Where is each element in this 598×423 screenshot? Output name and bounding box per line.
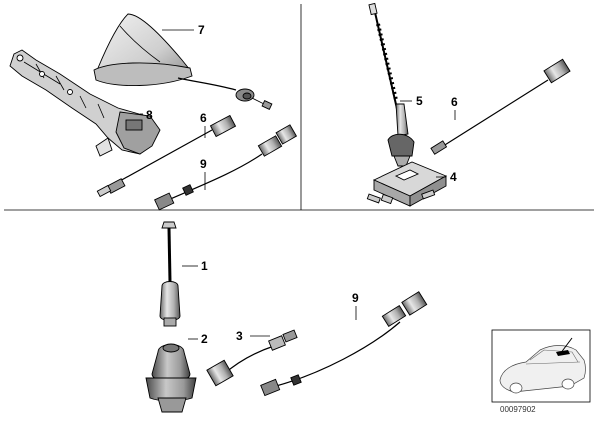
- callout-4: 4: [450, 170, 457, 184]
- callout-8: 8: [146, 108, 153, 122]
- antenna-amplifier-4: [366, 161, 448, 207]
- antenna-mounting-bracket: [9, 49, 161, 157]
- section-dividers: [4, 4, 594, 211]
- antenna-base-2: [145, 343, 197, 413]
- callout-leaders-top-right: [400, 100, 456, 178]
- callout-1: 1: [201, 259, 208, 273]
- callout-6-right: 6: [451, 95, 458, 109]
- callout-5: 5: [416, 94, 423, 108]
- callout-9-left: 9: [200, 157, 207, 171]
- callout-6-left: 6: [200, 111, 207, 125]
- callout-3: 3: [236, 329, 243, 343]
- callout-9-bottom: 9: [352, 291, 359, 305]
- car-thumbnail-icon: [491, 329, 591, 403]
- diagram-number: 00097902: [500, 405, 536, 414]
- shark-fin-antenna: [93, 13, 273, 111]
- rod-antenna-5: [368, 2, 415, 167]
- antenna-cable-9-bottom: [260, 291, 428, 397]
- antenna-cable-9-left: [154, 124, 298, 211]
- callout-leaders-top-left: [140, 29, 206, 190]
- antenna-cable-6-left: [96, 114, 237, 198]
- callout-leaders-bottom: [182, 265, 357, 340]
- adapter-cable-3: [206, 329, 298, 387]
- antenna-mast-1: [159, 221, 181, 327]
- antenna-cable-6-right: [430, 58, 571, 155]
- callout-7: 7: [198, 23, 205, 37]
- callout-2: 2: [201, 332, 208, 346]
